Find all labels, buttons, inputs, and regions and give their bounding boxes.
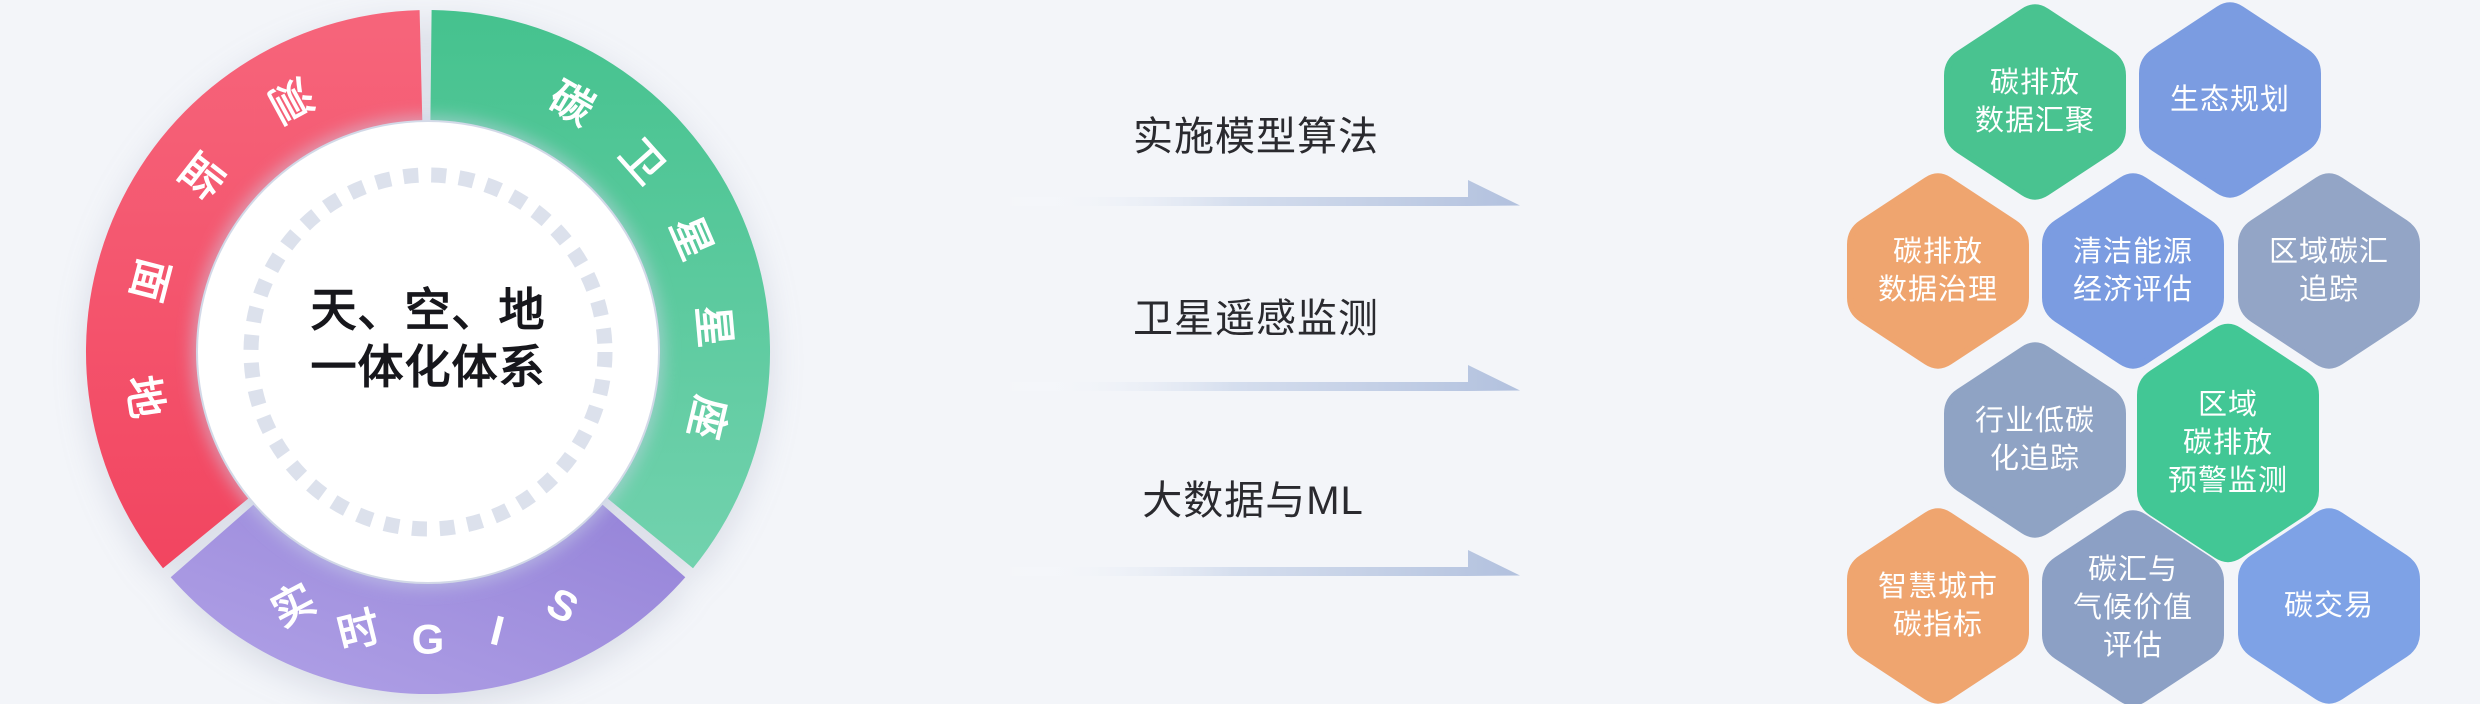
flow-arrow-3 <box>1000 550 1520 576</box>
hex-smart-city-index-label: 智慧城市碳指标 <box>1877 571 1999 641</box>
hex-sink-climate-value-label: 碳汇与气候价值评估 <box>2072 554 2194 662</box>
hex-carbon-data-aggregation <box>1944 4 2126 200</box>
hex-eco-planning <box>2139 2 2321 198</box>
hex-carbon-trading <box>2238 508 2420 704</box>
flow-arrow-1 <box>1000 180 1520 206</box>
hexagon-cluster <box>1847 2 2420 704</box>
center-label-line2: 一体化体系 <box>310 341 546 393</box>
ring-char-ground-monitoring-0: 地 <box>118 372 171 421</box>
hex-industry-low-carbon <box>1944 342 2126 538</box>
hex-regional-emission-warning <box>2137 323 2319 563</box>
hex-carbon-trading-label: 碳交易 <box>2283 590 2375 622</box>
flow-step-label-1: 实施模型算法 <box>1133 115 1379 159</box>
hex-eco-planning-label: 生态规划 <box>2169 84 2291 116</box>
hex-regional-emission-warning-label: 区域碳排放预警监测 <box>2167 389 2289 497</box>
hex-regional-sink-tracking-label: 区域碳汇追踪 <box>2268 236 2390 306</box>
ring-char-realtime-gis-2: G <box>412 616 445 663</box>
donut-center-label: 天、空、地 一体化体系 <box>248 282 608 396</box>
hex-clean-energy-economy <box>2042 173 2224 369</box>
hex-industry-low-carbon-label: 行业低碳化追踪 <box>1974 405 2096 475</box>
ring-char-carbon-satellite-constellation-3: 星 <box>689 303 740 349</box>
hex-clean-energy-economy-label: 清洁能源经济评估 <box>2072 236 2194 306</box>
hex-sink-climate-value <box>2042 510 2224 704</box>
flow-step-label-2: 卫星遥感监测 <box>1133 297 1379 341</box>
hex-regional-sink-tracking <box>2238 173 2420 369</box>
donut-segment-carbon-satellite-constellation <box>430 10 771 569</box>
hex-carbon-data-governance <box>1847 173 2029 369</box>
center-label-line1: 天、空、地 <box>310 284 546 336</box>
donut-center-disc <box>198 122 658 582</box>
flow-arrow-2 <box>1000 365 1520 391</box>
hex-smart-city-index <box>1847 508 2029 704</box>
dashed-circle <box>243 167 613 537</box>
ring-char-carbon-satellite-constellation-4: 座 <box>680 392 735 444</box>
donut-segment-ground-monitoring <box>85 10 423 569</box>
hex-carbon-data-governance-label: 碳排放数据治理 <box>1877 236 1999 306</box>
flow-step-label-3: 大数据与ML <box>1142 479 1364 523</box>
hex-carbon-data-aggregation-label: 碳排放数据汇聚 <box>1974 67 2096 137</box>
flow-arrows <box>1000 180 1520 576</box>
donut-segment-realtime-gis <box>170 504 686 694</box>
